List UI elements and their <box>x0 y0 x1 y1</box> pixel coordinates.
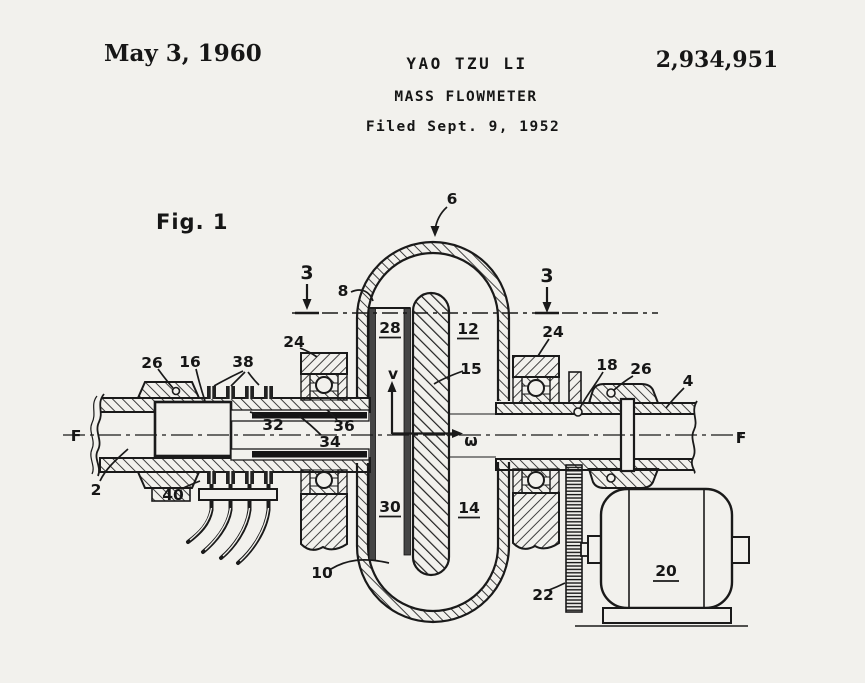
bearing-lower-left <box>300 469 348 551</box>
flange-pin <box>171 386 181 396</box>
callout-28: 28 <box>379 319 401 337</box>
coupling-sleeve <box>153 400 233 458</box>
flow-axis-label-left: F <box>71 427 82 445</box>
callout-20: 20 <box>655 562 677 580</box>
bearing-lower-right <box>512 468 560 550</box>
pickup-studs <box>207 386 273 484</box>
omega-label: ω <box>464 432 477 450</box>
collar-pin-top <box>606 388 616 398</box>
callout-labels: 6 3 3 8 24 24 26 16 38 18 26 4 28 12 15 … <box>71 190 747 604</box>
gear-wheel <box>565 371 583 613</box>
callout-32: 32 <box>262 416 284 434</box>
callout-12: 12 <box>457 320 479 338</box>
measuring-channel-tube <box>368 307 411 561</box>
shaft-passage-lines <box>449 413 497 458</box>
bearing-upper-left <box>300 352 348 401</box>
collar-pin-bottom <box>606 473 616 483</box>
callout-24-left: 24 <box>283 333 305 351</box>
callout-36: 36 <box>333 417 355 435</box>
inventor-name: YAO TZU LI <box>406 54 527 73</box>
velocity-label: v <box>388 365 398 383</box>
callout-8: 8 <box>338 282 349 300</box>
callout-2: 2 <box>91 481 102 499</box>
callout-14: 14 <box>458 499 480 517</box>
callout-18: 18 <box>596 356 618 374</box>
callout-26-left: 26 <box>141 354 163 372</box>
flow-axis-label-right: F <box>736 429 747 447</box>
callout-40: 40 <box>162 486 184 504</box>
callout-4: 4 <box>683 372 694 390</box>
inner-shaft-seals <box>230 409 370 461</box>
callout-16: 16 <box>179 353 201 371</box>
callout-leaders <box>99 206 685 591</box>
angular-velocity-arrow <box>392 429 463 438</box>
section-marker-3-right: 3 <box>540 265 553 287</box>
section-marker-3-left: 3 <box>300 262 313 284</box>
callout-26-right: 26 <box>630 360 652 378</box>
callout-15: 15 <box>460 360 482 378</box>
figure-caption: Fig. 1 <box>156 210 228 234</box>
callout-24-right: 24 <box>542 323 564 341</box>
outlet-pipe <box>495 400 708 474</box>
patent-date: May 3, 1960 <box>104 40 262 67</box>
patent-number: 2,934,951 <box>656 47 778 73</box>
callout-22: 22 <box>532 586 554 604</box>
coupling-pin-18 <box>573 407 583 417</box>
callout-34: 34 <box>319 433 341 451</box>
callout-30: 30 <box>379 498 401 516</box>
bearing-upper-right <box>512 355 560 404</box>
callout-10: 10 <box>311 564 333 582</box>
patent-title: MASS FLOWMETER <box>394 89 537 105</box>
left-coupling-flange <box>136 381 201 502</box>
velocity-vector-arrow <box>387 381 397 434</box>
filing-date: Filed Sept. 9, 1952 <box>366 119 560 135</box>
callout-6: 6 <box>447 190 458 208</box>
callout-38: 38 <box>232 353 254 371</box>
patent-header: May 3, 1960 YAO TZU LI 2,934,951 MASS FL… <box>104 40 778 135</box>
section-line-3-3 <box>292 284 658 315</box>
electrode-leads <box>186 484 278 565</box>
motor <box>575 487 750 627</box>
right-coupling-collar <box>573 383 660 489</box>
